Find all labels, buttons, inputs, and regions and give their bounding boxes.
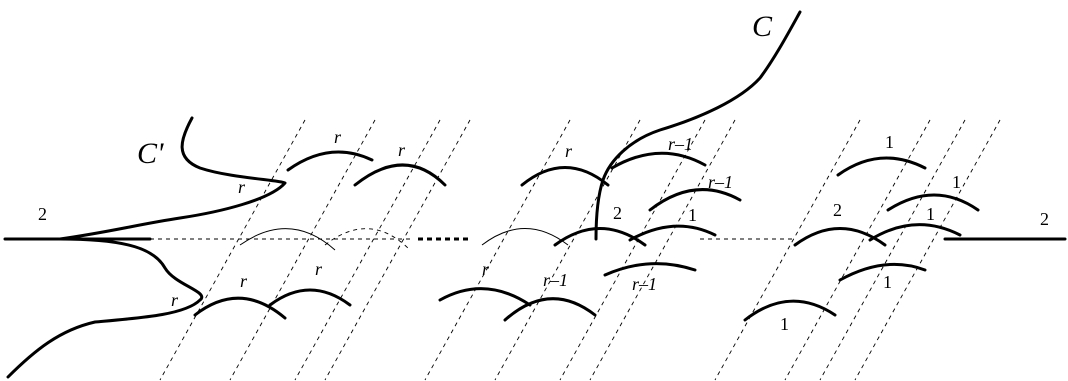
arc-group-3: [743, 156, 980, 322]
label-1: 1: [688, 205, 697, 225]
label-r-minus-1: r–1: [668, 134, 693, 154]
diagonal-line: [714, 119, 861, 381]
arc: [868, 223, 962, 242]
label-r: r: [171, 290, 179, 310]
arc: [836, 156, 927, 177]
arc: [520, 166, 610, 187]
diagonal-line: [559, 119, 706, 381]
arc: [553, 227, 647, 247]
curve-c: [594, 10, 802, 241]
label-1: 1: [780, 314, 789, 334]
label-right-2: 2: [1040, 209, 1049, 229]
diagonal-line: [324, 119, 471, 381]
arc: [438, 287, 532, 307]
diagonal-line: [819, 119, 966, 381]
label-r: r: [334, 127, 342, 147]
diagonal-line: [159, 119, 306, 381]
curve-c-prime: [6, 116, 287, 379]
arc: [743, 299, 837, 322]
arc: [628, 224, 717, 242]
label-r: r: [482, 259, 490, 279]
diagonal-line: [494, 119, 641, 381]
label-r-minus-1: r–1: [543, 270, 568, 290]
arc: [481, 228, 569, 246]
arc: [838, 262, 927, 282]
arc: [610, 151, 707, 170]
arc: [324, 228, 411, 251]
arc: [268, 288, 352, 307]
label-2: 2: [833, 200, 842, 220]
arc: [648, 188, 742, 212]
arc: [239, 228, 336, 251]
arc: [603, 262, 697, 277]
label-1: 1: [885, 132, 894, 152]
diagonal-line: [854, 119, 1001, 381]
label-r: r: [398, 140, 406, 160]
diagonal-dashed-lines: [159, 119, 1001, 381]
label-1: 1: [926, 204, 935, 224]
label-2: 2: [613, 203, 622, 223]
label-1: 1: [952, 172, 961, 192]
arc-group-2: [438, 151, 742, 322]
arc-group-1: [193, 150, 447, 320]
label-left-2: 2: [38, 204, 47, 224]
arc: [286, 150, 374, 172]
diagonal-line: [229, 119, 376, 381]
label-r: r: [565, 141, 573, 161]
arc: [503, 297, 597, 322]
label-curve-c-prime: C': [137, 137, 164, 170]
label-r-minus-1: r–1: [632, 274, 657, 294]
label-r: r: [315, 259, 323, 279]
diagonal-line: [589, 119, 736, 381]
diagonal-line: [294, 119, 441, 381]
arc: [793, 227, 887, 247]
diagonal-line: [784, 119, 931, 381]
arc: [193, 296, 287, 320]
label-1: 1: [883, 272, 892, 292]
label-r: r: [240, 271, 248, 291]
arc: [886, 193, 980, 212]
label-r: r: [238, 177, 246, 197]
label-r-minus-1: r–1: [708, 172, 733, 192]
diagonal-line: [424, 119, 571, 381]
label-curve-c: C: [752, 10, 773, 43]
arc: [353, 163, 447, 187]
